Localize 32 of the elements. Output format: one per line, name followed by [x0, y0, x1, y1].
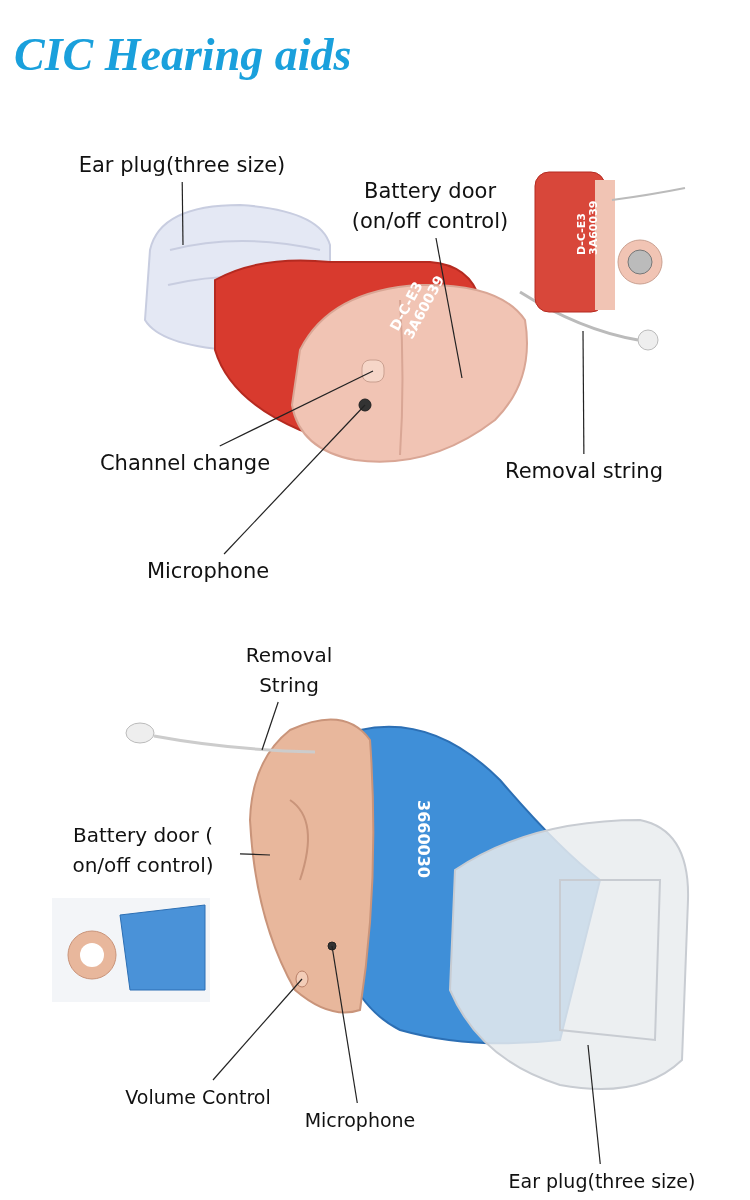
callout-label: Microphone — [294, 1105, 426, 1135]
channel-button — [361, 359, 385, 383]
leader-line — [435, 237, 463, 379]
callout-label: Battery door ( on/off control) — [48, 820, 238, 880]
callout-label: Volume Control — [112, 1082, 284, 1112]
volume-control — [295, 970, 309, 988]
leader-line — [219, 370, 374, 447]
leader-line — [587, 1044, 601, 1165]
serial-number: 3A60039 — [587, 200, 600, 255]
callout-label: Battery door (on/off control) — [330, 176, 530, 236]
serial-number: D-C-E3 — [575, 213, 588, 255]
serial-number: 3660030 — [414, 800, 433, 878]
leader-line — [223, 404, 366, 555]
microphone-opening — [358, 398, 372, 412]
microphone-opening — [327, 941, 337, 951]
callout-label: Channel change — [80, 448, 290, 478]
title: CIC Hearing aids — [14, 28, 352, 81]
leader-line — [239, 853, 271, 856]
removal-string — [519, 290, 659, 351]
callout-label: Ear plug(three size) — [62, 150, 302, 180]
battery-door — [249, 718, 375, 1014]
callout-label: Removal string — [488, 456, 680, 486]
leader-line — [261, 701, 279, 751]
callout-label: Removal String — [238, 640, 340, 700]
ear-plug — [449, 819, 689, 1091]
leader-line — [181, 181, 184, 246]
callout-label: Microphone — [128, 556, 288, 586]
leader-line — [212, 978, 303, 1081]
callout-label: Ear plug(three size) — [484, 1166, 720, 1196]
leader-line — [331, 945, 358, 1104]
leader-line — [582, 330, 585, 455]
removal-string — [125, 722, 316, 754]
